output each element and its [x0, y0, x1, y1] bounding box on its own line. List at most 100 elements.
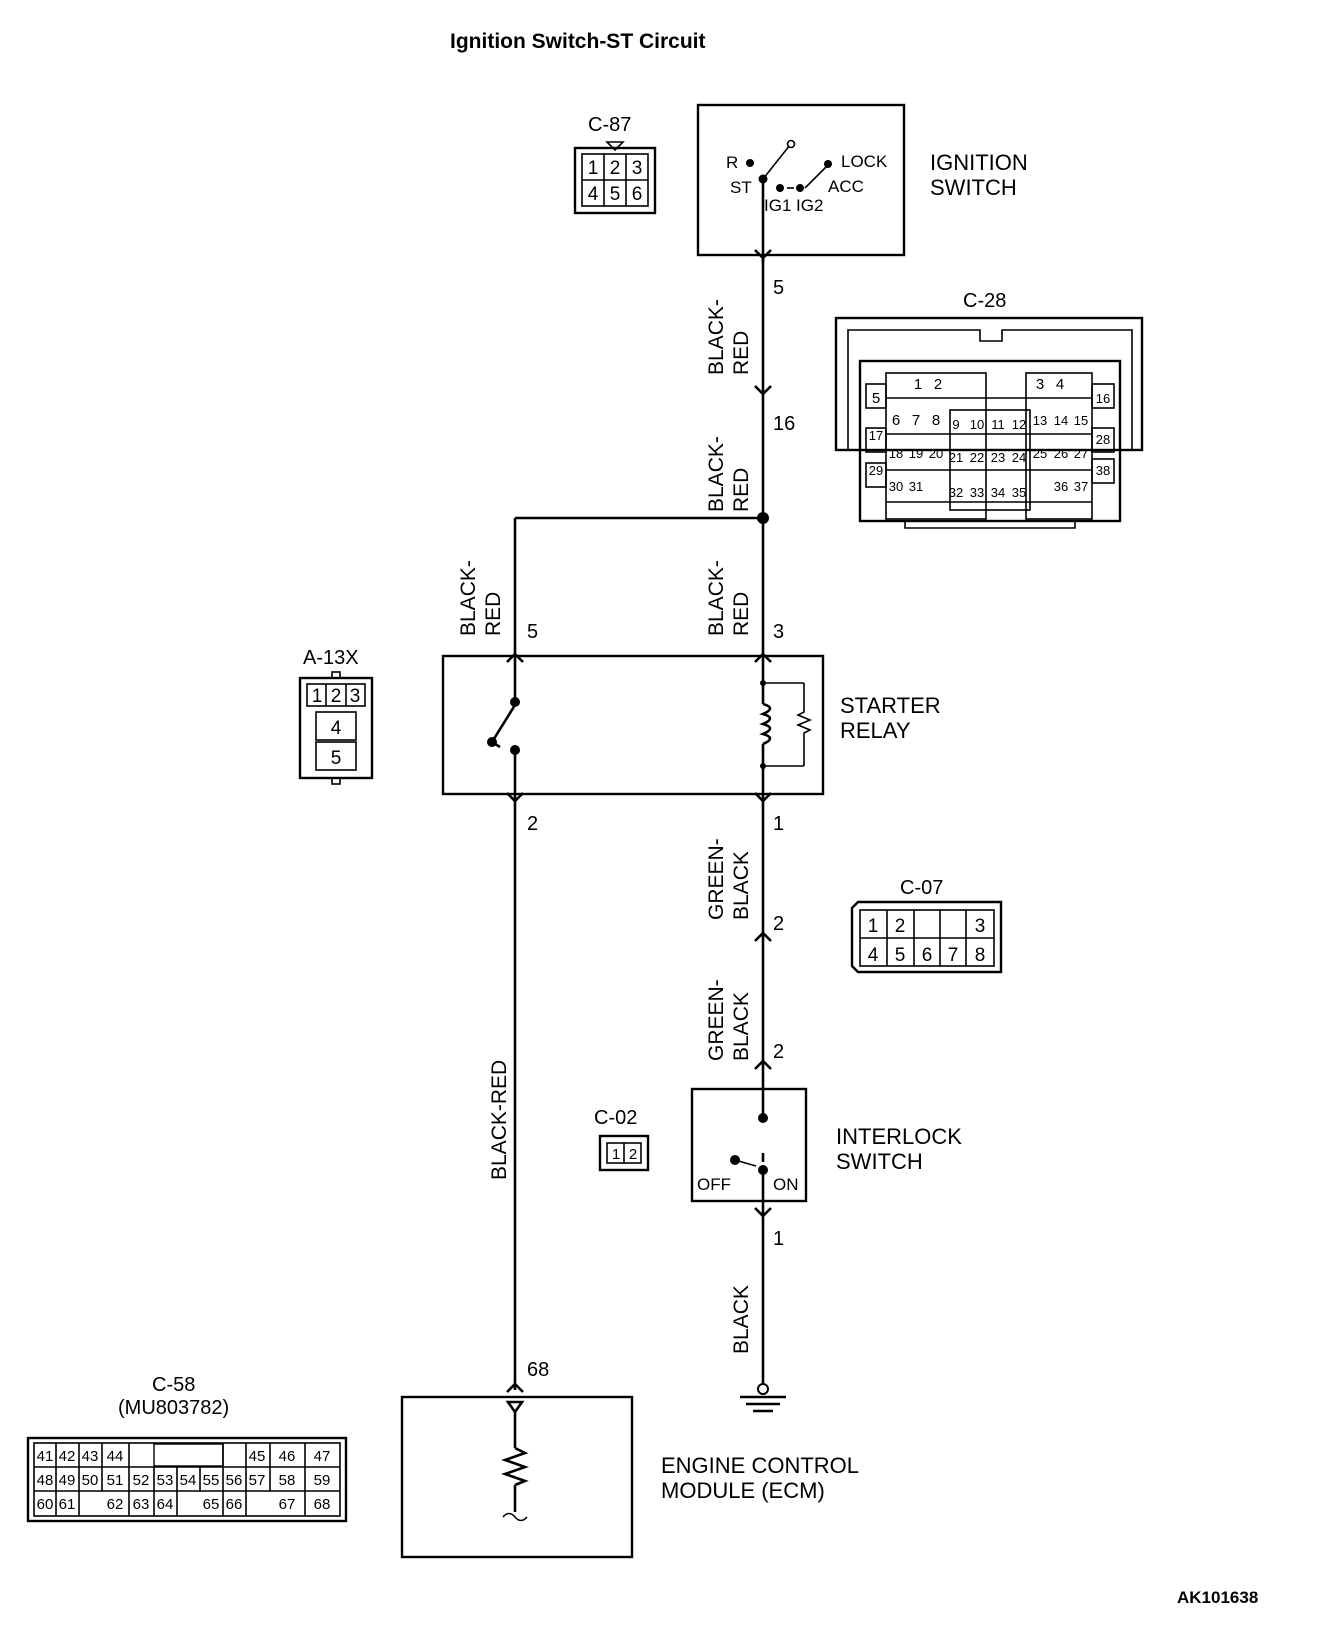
c58-cell: 41	[37, 1448, 54, 1465]
c58-cell: 68	[314, 1496, 331, 1513]
c58-cell: 43	[82, 1448, 99, 1465]
c28-cell: 13	[1033, 413, 1047, 428]
c58-cell: 62	[107, 1496, 124, 1513]
ignition-switch-blade	[762, 144, 791, 180]
wire-label-5a: GREEN-	[705, 838, 728, 920]
c28-cell: 2	[934, 376, 942, 393]
ignition-switch-box	[696, 103, 906, 257]
c87-cell: 3	[632, 158, 643, 179]
connector-a13x-name: A-13X	[303, 647, 359, 669]
c87-cell: 1	[588, 158, 599, 179]
c28-cell: 9	[952, 417, 959, 432]
connector-c02-name: C-02	[594, 1107, 637, 1129]
c58-cell: 50	[82, 1472, 99, 1489]
connector-c87: C-87 1 2 3 4 5 6	[573, 114, 657, 215]
terminal-mark-relay-2	[506, 792, 524, 803]
relay-coil-icon	[759, 702, 772, 746]
c07-cell: 3	[975, 916, 986, 937]
a13x-cell: 4	[331, 718, 342, 739]
terminal-mark-interlock-2	[754, 1059, 772, 1070]
switch-pos-acc: ACC	[828, 177, 864, 196]
wire-label-4b: RED	[482, 592, 505, 636]
connector-c28-name: C-28	[963, 290, 1006, 312]
ecm-resistor-icon	[501, 1446, 529, 1487]
terminal-mark-relay-5	[506, 652, 524, 663]
c28-cell: 20	[929, 446, 943, 461]
c58-cell-area	[33, 1442, 341, 1517]
c28-cell: 4	[1056, 376, 1064, 393]
wires	[513, 255, 769, 1390]
wire-label-2a: BLACK-	[705, 436, 728, 512]
connector-c02: C-02 1 2	[594, 1107, 650, 1172]
a13x-cell: 3	[350, 686, 361, 707]
connector-c58-part: (MU803782)	[118, 1397, 229, 1419]
c58-cell: 58	[279, 1472, 296, 1489]
c07-empty-cell	[915, 911, 939, 937]
c58-cell: 55	[203, 1472, 220, 1489]
acc-lock-link	[804, 165, 828, 189]
a13x-row-1	[306, 683, 366, 707]
c28-cell: 12	[1012, 417, 1026, 432]
c28-cell: 5	[872, 390, 880, 407]
a13x-housing	[298, 676, 374, 780]
c58-cell: 64	[157, 1496, 174, 1513]
c28-left-grid	[885, 372, 987, 520]
c87-housing	[573, 146, 657, 215]
wire-label-2b: RED	[730, 468, 753, 512]
c28-cell: 10	[970, 417, 984, 432]
starter-relay: STARTER RELAY	[441, 654, 941, 796]
c28-cell: 25	[1033, 446, 1047, 461]
c28-cell: 1	[914, 376, 922, 393]
c28-cell: 29	[869, 463, 883, 478]
wire-label-6a: GREEN-	[705, 979, 728, 1061]
drawing-code: AK101638	[1177, 1588, 1258, 1607]
c28-cell: 34	[991, 485, 1005, 500]
c58-cell: 49	[59, 1472, 76, 1489]
terminal-mark-ign-5	[754, 249, 772, 260]
connector-c58: C-58 (MU803782) 41 42 43 44 45 46 47 48 …	[26, 1374, 348, 1523]
c28-bottom-rail	[904, 521, 1076, 529]
ignition-switch-label-1: IGNITION	[930, 150, 1028, 175]
switch-pos-st: ST	[730, 178, 752, 197]
c28-cell: 23	[991, 450, 1005, 465]
c28-cell: 37	[1074, 479, 1088, 494]
interlock-switch-box	[690, 1087, 808, 1203]
c28-cell: 32	[949, 485, 963, 500]
switch-pos-ig2: IG2	[796, 196, 823, 215]
c87-cell: 4	[588, 184, 599, 205]
wire-label-5b: BLACK	[730, 851, 753, 920]
c87-cell: 2	[610, 158, 621, 179]
ignition-switch: R ST LOCK ACC IG1 IG2 IGNITION SWITCH	[696, 103, 1028, 262]
c07-cell: 7	[948, 945, 959, 966]
c58-cell: 66	[226, 1496, 243, 1513]
ground-terminal-icon	[757, 1383, 769, 1395]
terminal-mark-c28-16	[754, 385, 772, 396]
wire-label-black-red: BLACK-RED	[488, 1060, 511, 1180]
c58-cell: 52	[133, 1472, 150, 1489]
c58-cell: 57	[249, 1472, 266, 1489]
c28-cell: 26	[1054, 446, 1068, 461]
junction-dot	[757, 512, 769, 524]
c58-cell: 42	[59, 1448, 76, 1465]
c58-cell: 59	[314, 1472, 331, 1489]
pin-interlock-2: 2	[773, 1041, 784, 1063]
c28-cell: 35	[1012, 485, 1026, 500]
relay-resistor-icon	[795, 683, 813, 766]
c28-center-grid	[949, 409, 1031, 511]
c87-cell: 6	[632, 184, 643, 205]
connector-c28: C-28 1 2 3 4 5 6 7 8 9 10 11 12 13 14 1	[834, 290, 1144, 529]
connector-c87-name: C-87	[588, 114, 631, 136]
diagram-title: Ignition Switch-ST Circuit	[450, 30, 706, 53]
c58-cell: 45	[249, 1448, 266, 1465]
c87-key-icon	[605, 141, 625, 152]
c28-cell: 28	[1096, 432, 1110, 447]
pin-ecm-68: 68	[527, 1359, 549, 1381]
c07-cell: 2	[895, 916, 906, 937]
a13x-row-3	[315, 741, 357, 771]
interlock-common-dot	[758, 1113, 768, 1123]
switch-pos-r: R	[726, 153, 738, 172]
wire-label-4a: BLACK-	[457, 560, 480, 636]
wire-label-6b: BLACK	[730, 992, 753, 1061]
pin-relay-3: 3	[773, 621, 784, 643]
pin-relay-5: 5	[527, 621, 538, 643]
